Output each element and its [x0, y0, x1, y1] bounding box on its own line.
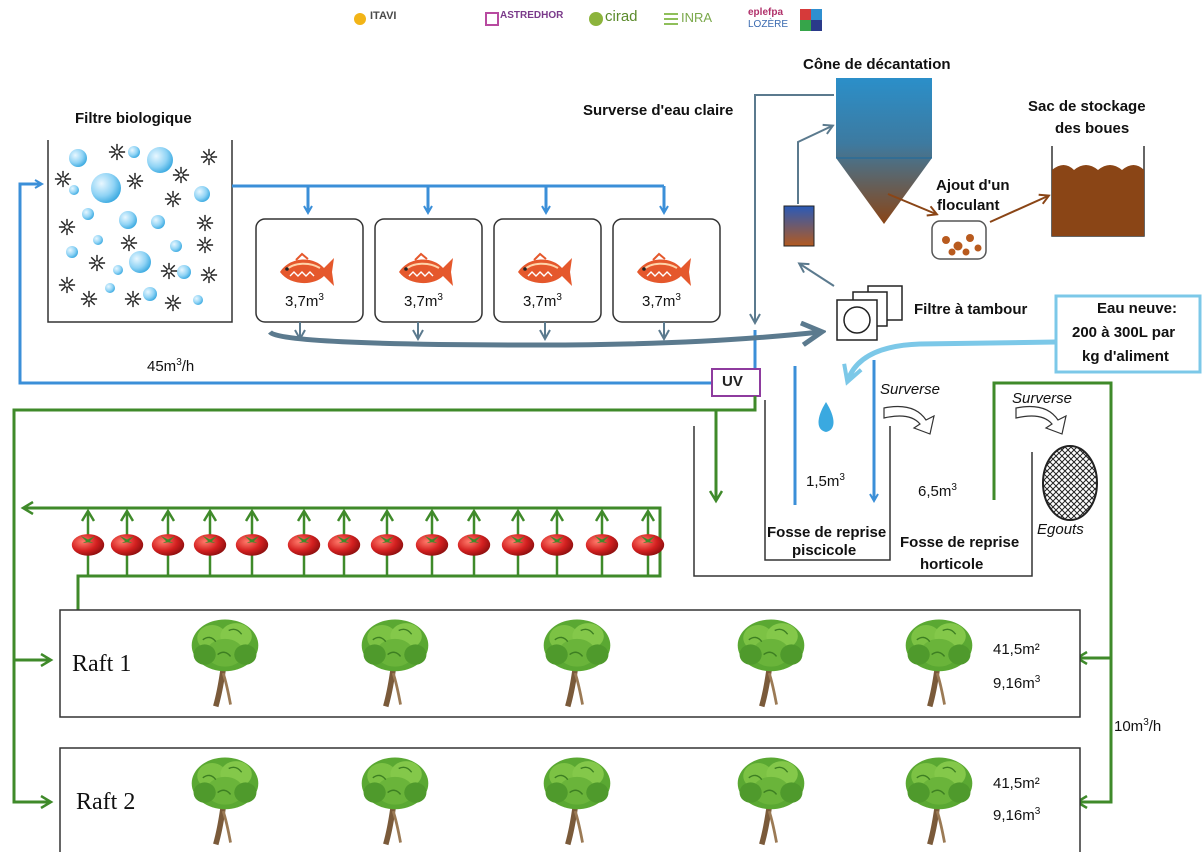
overflow-label-1: Surverse — [880, 381, 941, 398]
tomato-icon — [110, 534, 144, 556]
tomato-icon — [457, 534, 491, 556]
eplefpa-logo-subtext: LOZÈRE — [748, 19, 789, 30]
sludge-sample-icon — [783, 205, 815, 247]
uv-label: UV — [722, 373, 743, 390]
raft-2-label: Raft 2 — [76, 789, 136, 815]
fish-sump-label-1: Fosse de reprise — [767, 524, 887, 541]
cirad-logo-text: cirad — [605, 8, 638, 25]
tomato-icon — [327, 534, 361, 556]
itavi-logo-text: ITAVI — [370, 10, 397, 22]
flocculant-label-2: floculant — [937, 197, 1000, 214]
raft-2-area: 41,5m² — [993, 775, 1040, 792]
sewer-label: Egouts — [1037, 521, 1084, 538]
tomato-icon — [540, 534, 574, 556]
itavi-logo-icon — [354, 13, 366, 25]
bacteria-icons — [54, 143, 218, 312]
eplefpa-logo-icon — [800, 9, 811, 20]
tomato-icon — [370, 534, 404, 556]
overflow-label-2: Surverse — [1012, 390, 1073, 407]
tank-1-volume: 3,7m3 — [285, 292, 324, 310]
fish-tanks — [255, 218, 721, 323]
tomato-row — [71, 512, 665, 576]
flocculant-jar — [931, 220, 987, 260]
settling-cone — [836, 78, 932, 224]
raft-1-area: 41,5m² — [993, 641, 1040, 658]
sumps — [693, 400, 1033, 577]
fish-sump-volume: 1,5m3 — [806, 472, 845, 490]
tomato-icon — [585, 534, 619, 556]
tomato-icon — [71, 534, 105, 556]
fish-sump-label-2: piscicole — [792, 542, 857, 559]
biofilter — [47, 140, 233, 323]
fresh-water-arrow — [848, 339, 1057, 380]
biofilter-label: Filtre biologique — [75, 110, 192, 127]
fresh-water-label-1: Eau neuve: — [1097, 300, 1178, 317]
fresh-water-box — [1054, 294, 1202, 374]
tomato-icon — [193, 534, 227, 556]
overflow-arrows — [883, 405, 1067, 435]
sludge-bag — [1051, 146, 1145, 237]
raft-1-label: Raft 1 — [72, 651, 132, 677]
tank-2-volume: 3,7m3 — [404, 292, 443, 310]
cirad-logo-icon — [589, 12, 603, 26]
inra-logo-text: INRA — [681, 10, 713, 25]
raft-2-volume: 9,16m3 — [993, 806, 1041, 824]
tank-3-volume: 3,7m3 — [523, 292, 562, 310]
sludge-arrows — [887, 193, 1048, 223]
uv-box — [711, 368, 761, 397]
fresh-water-label-2: 200 à 300L par — [1072, 324, 1176, 341]
flow-45-label: 45m3/h — [147, 357, 195, 375]
tank-4-volume: 3,7m3 — [642, 292, 681, 310]
clear-water-overflow-label: Surverse d'eau claire — [583, 102, 734, 119]
tomato-icon — [501, 534, 535, 556]
flow-10-label: 10m3/h — [1114, 717, 1162, 735]
plant-sump-volume: 6,5m3 — [918, 482, 957, 500]
drum-filter-label: Filtre à tambour — [914, 301, 1028, 318]
sewer-grate-icon — [1042, 445, 1098, 521]
drum-filter — [836, 285, 903, 341]
sludge-bag-label-2: des boues — [1055, 120, 1130, 137]
sludge-bag-label-1: Sac de stockage — [1028, 98, 1146, 115]
tomato-icon — [287, 534, 321, 556]
raft-1-volume: 9,16m3 — [993, 674, 1041, 692]
astredhor-logo-text: ASTREDHOR — [500, 10, 564, 21]
return-lines — [268, 94, 834, 348]
eplefpa-logo-text: eplefpa — [748, 7, 784, 18]
plant-sump-label-2: horticole — [920, 556, 984, 573]
astredhor-logo-icon — [485, 12, 499, 26]
water-drop-icon — [818, 402, 834, 432]
tomato-icon — [415, 534, 449, 556]
water-distribution — [18, 184, 874, 505]
bubbles — [66, 146, 210, 305]
tomato-icon — [631, 534, 665, 556]
partner-logos — [354, 9, 822, 31]
flocculant-label-1: Ajout d'un — [936, 177, 1010, 194]
tomato-icon — [235, 534, 269, 556]
inra-logo-icon — [664, 13, 678, 25]
plant-sump-label-1: Fosse de reprise — [900, 534, 1020, 551]
fresh-water-label-3: kg d'aliment — [1082, 348, 1169, 365]
settling-cone-label: Cône de décantation — [803, 56, 951, 73]
plant-water-lines — [12, 381, 1113, 802]
tomato-icon — [151, 534, 185, 556]
